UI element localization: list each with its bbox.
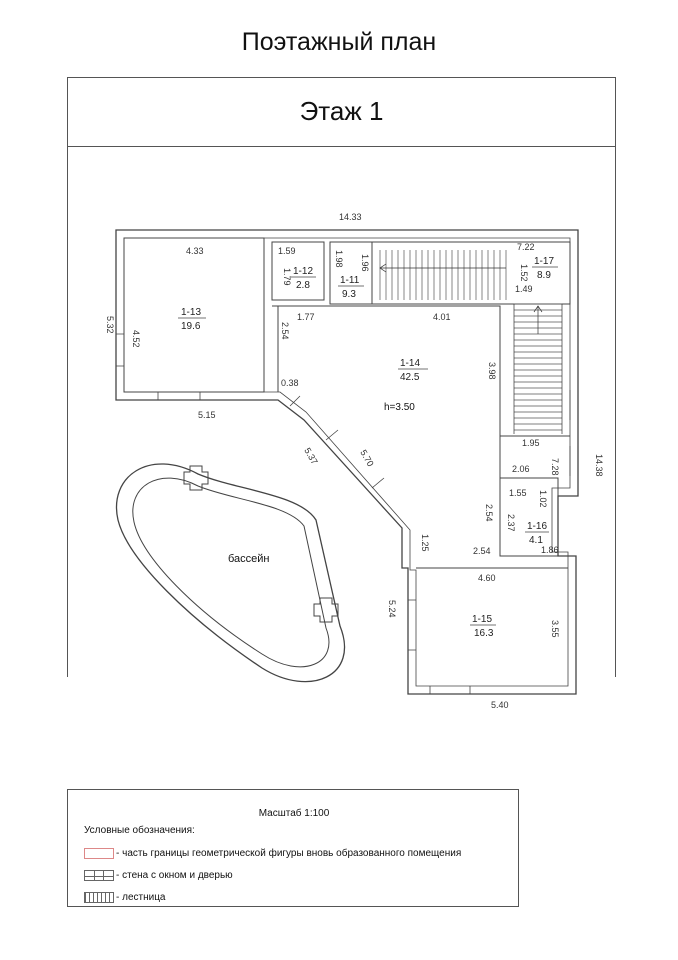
dimension: 14.38 bbox=[594, 454, 604, 477]
ceiling-height: h=3.50 bbox=[384, 402, 415, 413]
pool-label: бассейн bbox=[228, 553, 270, 565]
legend-box: Масштаб 1:100 Условные обозначения: - ча… bbox=[67, 789, 519, 907]
document-title: Поэтажный план bbox=[241, 28, 437, 56]
room-1-16-id: 1-16 bbox=[527, 521, 547, 532]
dimension: 1.96 bbox=[360, 254, 370, 272]
dimension: 0.38 bbox=[281, 378, 299, 388]
dimension: 5.15 bbox=[198, 410, 216, 420]
dimension: 1.95 bbox=[522, 438, 540, 448]
plan-frame bbox=[67, 77, 616, 677]
dimension: 4.60 bbox=[478, 573, 496, 583]
dimension: 3.98 bbox=[487, 362, 497, 380]
legend-item-wall: - стена с окном и дверью bbox=[84, 870, 233, 881]
legend-item-text: - лестница bbox=[116, 892, 166, 903]
dimension: 7.28 bbox=[550, 458, 560, 476]
dimension: 1.59 bbox=[278, 246, 296, 256]
inner-wall bbox=[272, 305, 570, 437]
scale-label: Масштаб 1:100 bbox=[258, 808, 330, 819]
dimension: 2.54 bbox=[473, 546, 491, 556]
dimension: 7.22 bbox=[517, 242, 535, 252]
room-1-12-id: 1-12 bbox=[293, 266, 313, 277]
room-1-15-area: 16.3 bbox=[474, 628, 494, 639]
room-1-11-area: 9.3 bbox=[342, 289, 356, 300]
window bbox=[116, 333, 124, 367]
room-1-16-walls bbox=[499, 477, 559, 557]
dimension: 14.33 bbox=[339, 212, 362, 222]
room-1-17-walls bbox=[371, 241, 571, 305]
stairs-swatch-icon bbox=[84, 892, 114, 903]
window bbox=[569, 390, 579, 476]
dimension: 2.37 bbox=[506, 514, 516, 532]
dimension: 4.01 bbox=[433, 312, 451, 322]
dimension: 5.70 bbox=[358, 448, 375, 468]
dimension: 1.25 bbox=[420, 534, 430, 552]
room-1-12-walls bbox=[271, 241, 325, 301]
boundary-swatch-icon bbox=[84, 848, 114, 859]
stairs-upper bbox=[379, 250, 507, 300]
dimension: 1.79 bbox=[282, 268, 292, 286]
window bbox=[289, 395, 385, 489]
floor-header: Этаж 1 bbox=[67, 77, 616, 147]
room-1-17-id: 1-17 bbox=[534, 256, 554, 267]
dimension: 4.33 bbox=[186, 246, 204, 256]
dimension: 1.02 bbox=[538, 490, 548, 508]
room-1-13-id: 1-13 bbox=[181, 307, 201, 318]
dimension: 5.37 bbox=[302, 446, 319, 466]
room-1-16-area: 4.1 bbox=[529, 535, 543, 546]
room-1-13-area: 19.6 bbox=[181, 321, 201, 332]
room-1-15-id: 1-15 bbox=[472, 614, 492, 625]
outer-wall bbox=[115, 229, 579, 695]
window bbox=[429, 686, 471, 694]
dimension: 2.54 bbox=[484, 504, 494, 522]
dimension: 2.54 bbox=[280, 322, 290, 340]
room-1-13-walls bbox=[123, 237, 265, 393]
legend-item-text: - часть границы геометрической фигуры вн… bbox=[116, 848, 462, 859]
dimension: 1.55 bbox=[509, 488, 527, 498]
dimension: 1.52 bbox=[519, 264, 529, 282]
dimension: 5.32 bbox=[105, 316, 115, 334]
dimension: 4.52 bbox=[131, 330, 141, 348]
outer-wall-inner bbox=[123, 237, 571, 687]
dimension: 1.86 bbox=[541, 545, 559, 555]
room-1-11-id: 1-11 bbox=[340, 275, 360, 286]
floor-title: Этаж 1 bbox=[299, 96, 384, 126]
legend-item-stairs: - лестница bbox=[84, 892, 165, 903]
pool-outline bbox=[115, 463, 346, 683]
dimension: 5.24 bbox=[387, 600, 397, 618]
room-1-14-area: 42.5 bbox=[400, 372, 420, 383]
window bbox=[408, 599, 416, 651]
room-1-17-area: 8.9 bbox=[537, 270, 551, 281]
stairs-lower bbox=[513, 303, 563, 434]
dimension: 1.98 bbox=[334, 250, 344, 268]
dimension: 1.49 bbox=[515, 284, 533, 294]
window bbox=[157, 392, 201, 400]
room-1-14-id: 1-14 bbox=[400, 358, 420, 369]
legend-item-text: - стена с окном и дверью bbox=[116, 870, 233, 881]
legend-item-boundary: - часть границы геометрической фигуры вн… bbox=[84, 848, 461, 859]
dimension: 2.06 bbox=[512, 464, 530, 474]
wall-window-door-swatch-icon bbox=[84, 870, 114, 881]
room-1-12-area: 2.8 bbox=[296, 280, 310, 291]
dimension: 1.77 bbox=[297, 312, 315, 322]
dimension: 5.40 bbox=[491, 700, 509, 710]
legend-title: Условные обозначения: bbox=[84, 825, 195, 836]
dimension: 3.55 bbox=[550, 620, 560, 638]
